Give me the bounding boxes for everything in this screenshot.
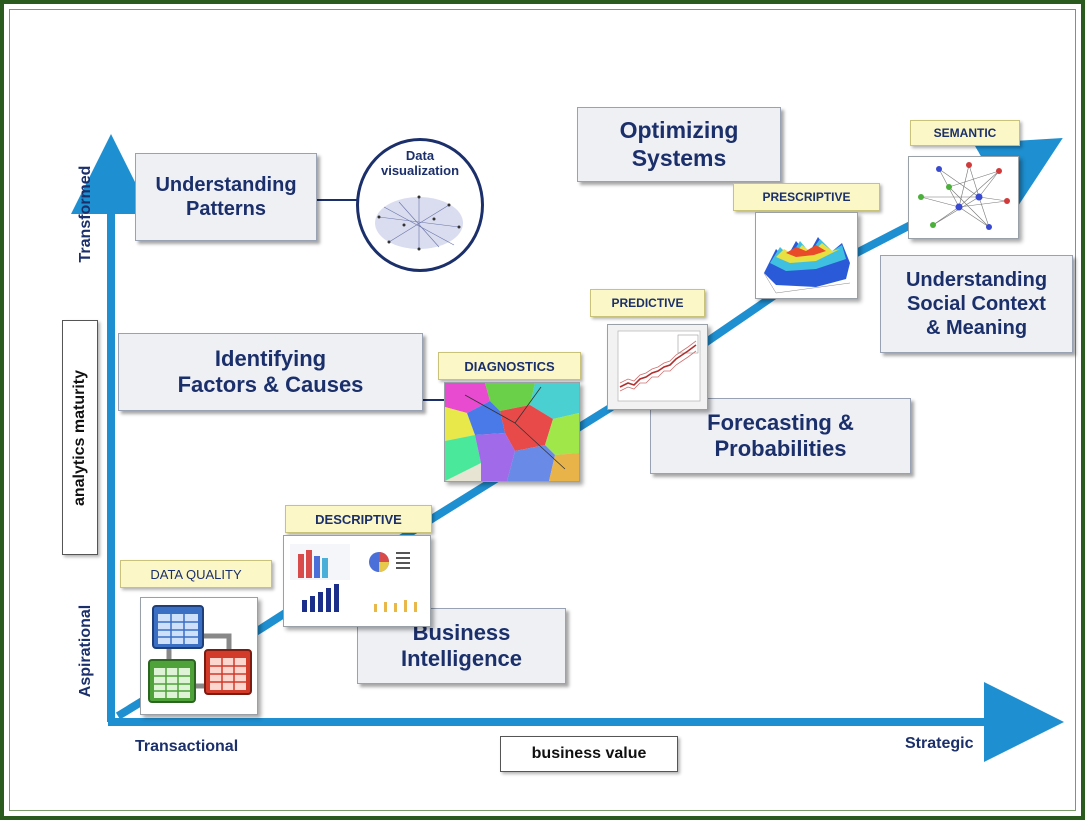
y-axis-title-text: analytics maturity [71,369,88,506]
optimizing-line2: Systems [631,144,727,171]
descriptive-thumbnail [283,535,431,627]
predictive-thumbnail [607,324,708,410]
data-quality-thumbnail [140,597,258,715]
colored-region-map-icon [445,383,579,481]
tag-descriptive: DESCRIPTIVE [285,505,432,533]
optimizing-line1: Optimizing [619,116,739,143]
identifying-line1: Identifying [214,345,327,371]
understanding-patterns-box: Understanding Patterns [135,153,317,241]
forecast-line-chart-icon [608,325,707,409]
y-axis-bottom-label: Aspirational [77,604,94,698]
understanding-social-line1: Understanding [905,269,1048,291]
dashboard-charts-icon [290,544,417,612]
tag-predictive: PREDICTIVE [590,289,705,317]
tag-data-quality: DATA QUALITY [120,560,272,588]
y-axis-title: analytics maturity [62,320,98,555]
diagnostics-thumbnail [444,382,580,482]
3d-surface-plot-icon [756,213,857,298]
network-cloud-icon [375,195,463,251]
data-visualization-line2: visualization [380,162,460,178]
diagram-inner-border [9,9,1076,811]
business-intelligence-line2: Intelligence [400,646,523,671]
prescriptive-thumbnail [755,212,858,299]
network-graph-icon [909,157,1018,238]
tag-semantic: SEMANTIC [910,120,1020,146]
forecasting-line1: Forecasting & [707,409,854,435]
forecasting-line2: Probabilities [714,436,847,461]
x-axis-title: business value [500,736,678,772]
tag-prescriptive: PRESCRIPTIVE [733,183,880,211]
data-visualization-title: Data visualization [359,148,481,179]
understanding-social-box: Understanding Social Context & Meaning [880,255,1073,353]
database-tables-icon [148,605,252,703]
understanding-social-line3: & Meaning [925,317,1028,339]
y-axis-top-label: Transformed [77,165,94,263]
tag-diagnostics: DIAGNOSTICS [438,352,581,380]
understanding-social-line2: Social Context [907,293,1046,315]
optimizing-systems-box: Optimizing Systems [577,107,781,182]
understanding-patterns-line2: Patterns [185,198,267,220]
semantic-thumbnail [908,156,1019,239]
x-axis-right-label: Strategic [905,735,974,752]
identifying-factors-box: Identifying Factors & Causes [118,333,423,411]
understanding-patterns-line1: Understanding [155,174,297,196]
identifying-line2: Factors & Causes [177,372,364,397]
forecasting-box: Forecasting & Probabilities [650,398,911,474]
data-visualization-line1: Data [405,148,435,163]
x-axis-left-label: Transactional [135,738,239,755]
data-visualization-circle: Data visualization [356,138,484,272]
